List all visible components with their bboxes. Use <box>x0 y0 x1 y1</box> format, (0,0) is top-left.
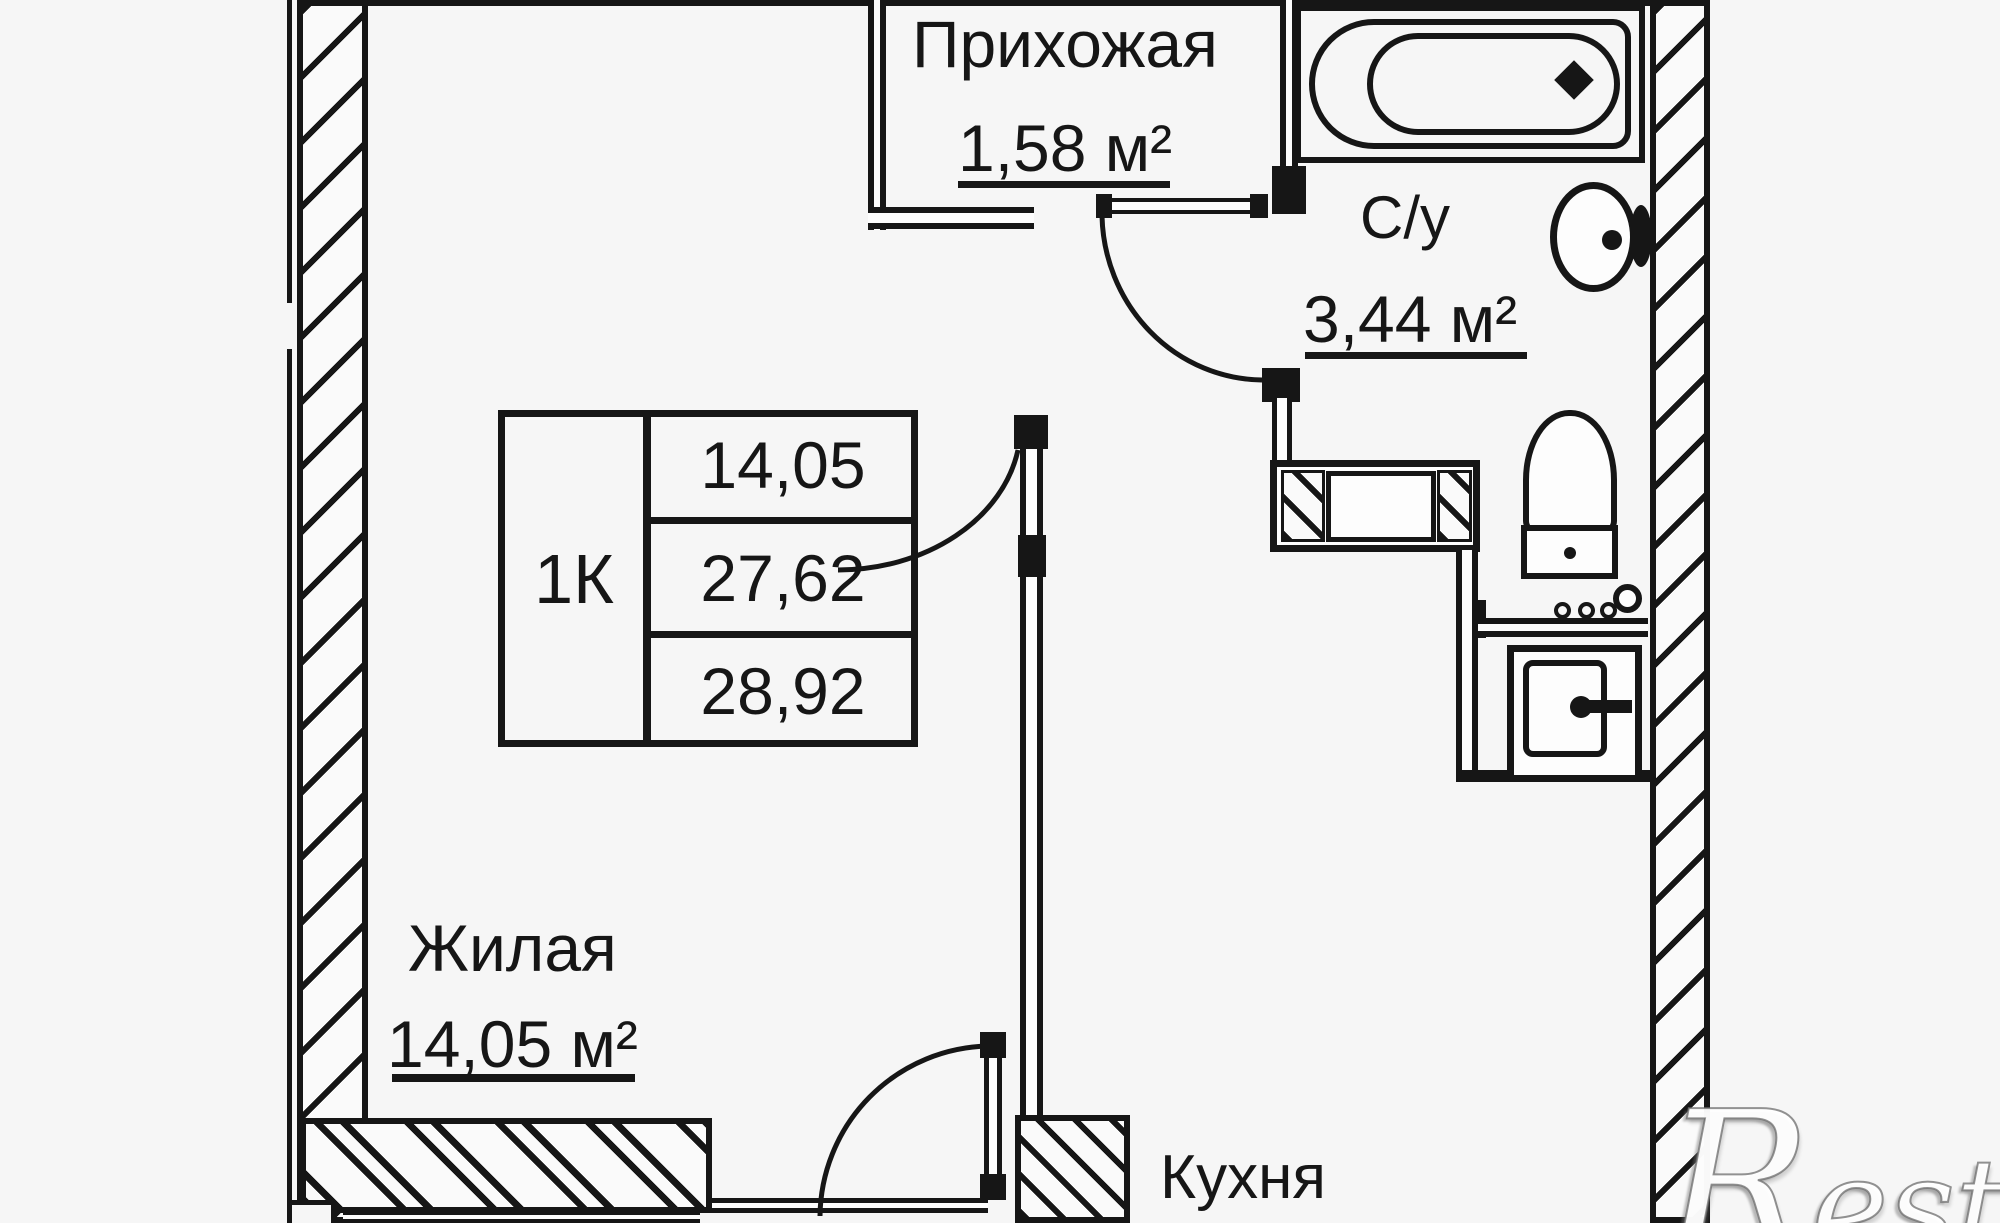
washer-niche-jamb-right <box>1437 470 1472 542</box>
round-sink-mount <box>1630 205 1652 267</box>
bathroom-door-strike-jamb <box>1262 368 1300 402</box>
hallway-west-wall <box>868 0 886 230</box>
round-sink-dot <box>1602 230 1622 250</box>
left-wall-window-notch <box>283 303 294 349</box>
bathroom-label: С/у <box>1360 184 1450 251</box>
legend-row3-value: 28,92 <box>700 653 866 728</box>
legend-box <box>498 410 918 747</box>
bottom-exterior-wall <box>300 1118 712 1213</box>
kitchen-threshold <box>712 1198 988 1213</box>
legend-divider-row1 <box>647 517 918 524</box>
corridor-wall-junction-mark <box>1018 535 1046 577</box>
bottom-left-corner-notch <box>292 1200 336 1223</box>
hallway-label: Прихожая <box>912 7 1218 81</box>
toilet-tank-dot <box>1564 547 1576 559</box>
bottom-window <box>343 1211 700 1223</box>
watermark-initial: R <box>1663 1070 1813 1223</box>
watermark-rest: estate <box>1811 1130 2000 1223</box>
round-sink <box>1550 182 1637 292</box>
left-exterior-wall <box>297 0 368 1223</box>
hallway-area: 1,58 м² <box>958 111 1173 185</box>
living-area: 14,05 м² <box>387 1007 638 1081</box>
bathtub-rim <box>1309 19 1631 149</box>
hallway-area-underline <box>958 181 1170 188</box>
kitchen-door-arc <box>817 1043 989 1217</box>
living-door-strike-jamb <box>1014 415 1048 449</box>
hallway-south-wall <box>868 207 1034 229</box>
drain-circle-large <box>1613 584 1642 613</box>
left-wall-outer-line <box>287 0 292 1223</box>
bathtub-basin <box>1367 33 1620 135</box>
legend-unit-type: 1К <box>534 539 614 618</box>
living-door-arc <box>837 449 1021 573</box>
bathroom-door-hinge-jamb <box>1272 166 1306 214</box>
bathroom-area: 3,44 м² <box>1303 282 1518 356</box>
restate-watermark: Restate <box>1663 1085 2000 1223</box>
legend-divider-vertical <box>643 410 651 747</box>
drain-circle-2 <box>1578 602 1595 619</box>
bathroom-door-leaf-cap-left <box>1096 194 1112 218</box>
bathroom-door-leaf <box>1102 198 1268 214</box>
kitchen-door-cap-bottom <box>980 1174 1006 1200</box>
kitchen-door-leaf <box>984 1040 1002 1192</box>
legend-row1-value: 14,05 <box>700 427 866 502</box>
top-wall-line <box>368 0 1650 6</box>
washing-machine <box>1326 471 1436 542</box>
toilet-tank <box>1521 525 1618 579</box>
bathroom-door-arc <box>1099 215 1263 383</box>
drain-circle-3 <box>1600 602 1617 619</box>
bathroom-area-underline <box>1305 352 1527 359</box>
corridor-wall <box>1020 443 1043 1115</box>
bathroom-counter <box>1478 618 1648 637</box>
bathroom-west-wall-lower <box>1456 550 1478 778</box>
kitchen-label: Кухня <box>1160 1143 1326 1212</box>
basin-tap-bar <box>1580 700 1632 713</box>
legend-divider-row2 <box>647 631 918 638</box>
legend-row2-value: 27,62 <box>700 540 866 615</box>
bathroom-door-leaf-cap-right <box>1250 194 1268 218</box>
right-exterior-wall <box>1650 0 1710 1223</box>
washer-niche-jamb-left <box>1281 470 1325 542</box>
living-label: Жилая <box>408 911 617 985</box>
kitchen-wall-pillar <box>1015 1115 1130 1223</box>
bathtub-outer <box>1295 5 1645 163</box>
drain-circle-1 <box>1554 602 1571 619</box>
living-area-underline <box>392 1074 635 1082</box>
bathroom-west-wall-mid <box>1272 398 1292 464</box>
